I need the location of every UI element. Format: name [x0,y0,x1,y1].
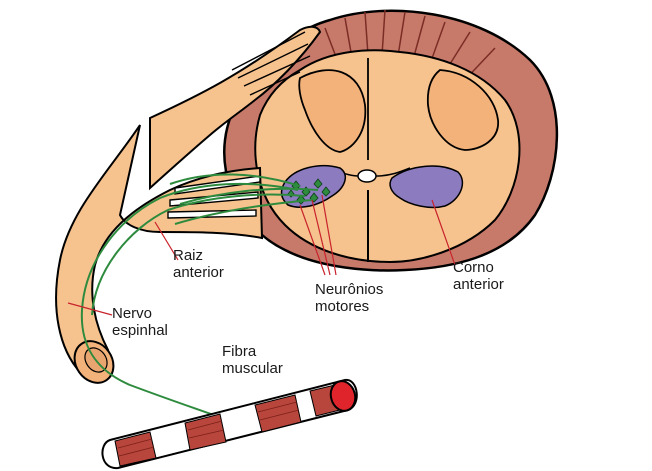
label-fibra-muscular-1: Fibra [222,343,257,360]
label-nervo-espinhal-2: espinhal [112,322,168,339]
anterior-horn-right [389,165,464,209]
label-raiz-anterior-1: Raiz [173,247,203,264]
central-canal [357,169,377,183]
label-corno-anterior-2: anterior [453,276,504,293]
posterior-horn-left [298,69,367,153]
dorsal-rootlets [149,25,322,191]
gray-commissure-right [375,167,411,177]
leader-nervo [67,302,113,316]
muscle-fiber [101,379,358,470]
label-raiz-anterior-2: anterior [173,264,224,281]
labels: Raiz anterior Neurônios motores Corno an… [112,247,504,377]
label-fibra-muscular-2: muscular [222,360,283,377]
leader-raiz [154,221,179,261]
anterior-horn-left [280,164,347,208]
posterior-horn-right [426,69,499,151]
muscle-fiber-cap [329,380,357,412]
motor-nerve-fibers [80,173,319,431]
label-corno-anterior-1: Corno [453,259,494,276]
label-neuronios-motores-1: Neurônios [315,281,383,298]
label-neuronios-motores-2: motores [315,298,369,315]
label-nervo-espinhal-1: Nervo [112,305,152,322]
leader-neuronios-3 [321,194,337,276]
leader-lines [67,194,456,316]
leader-corno [431,199,456,266]
spinal-cord [223,9,559,272]
leader-neuronios-1 [299,204,326,276]
cord-inner-tissue [254,49,521,264]
leader-neuronios-2 [311,199,331,276]
